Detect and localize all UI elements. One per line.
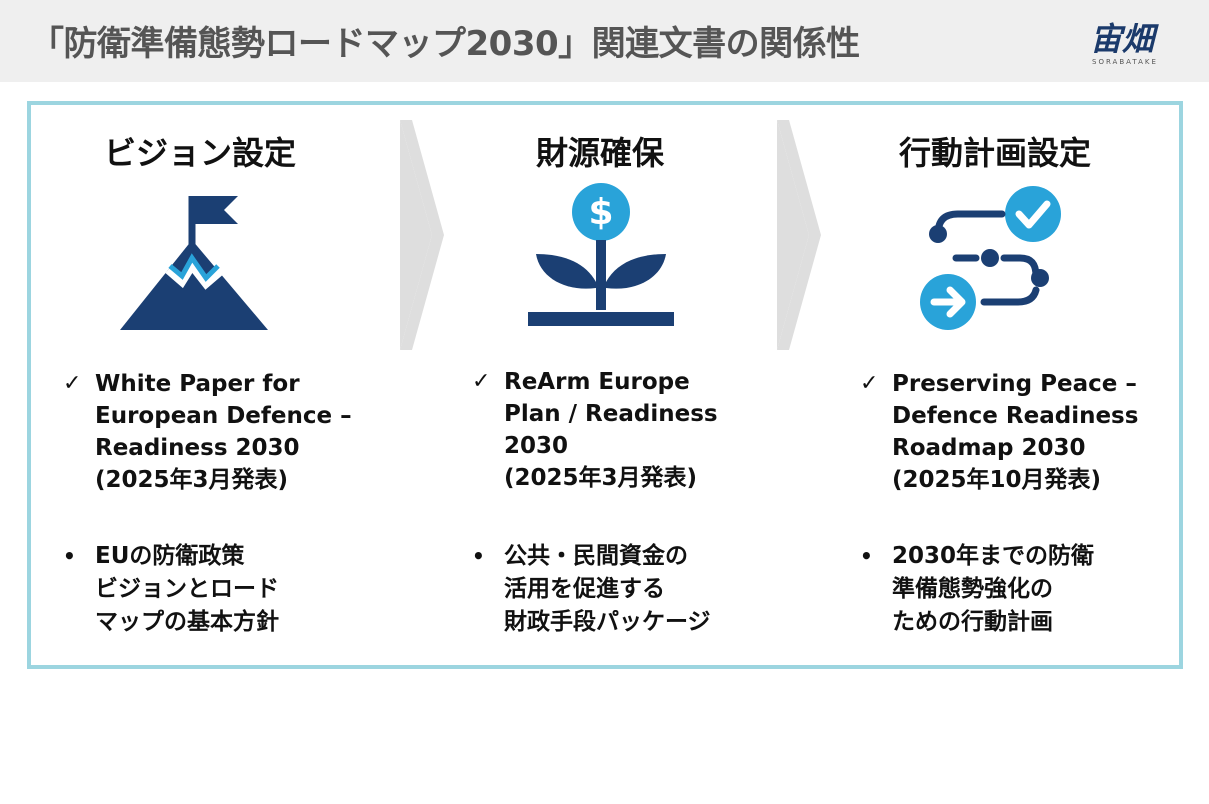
description-line: 活用を促進する: [504, 576, 665, 602]
check-icon: ✓: [860, 371, 879, 396]
document-line: Defence Readiness: [892, 403, 1139, 429]
page-title: 「防衛準備態勢ロードマップ2030」関連文書の関係性: [30, 24, 860, 64]
document-line: Plan / Readiness: [504, 401, 718, 427]
column-title: ビジョン設定: [103, 134, 296, 172]
description: • EUの防衛政策 ビジョンとロード マップの基本方針: [63, 540, 279, 639]
document-info: ✓ Preserving Peace – Defence Readiness R…: [860, 368, 1139, 496]
description-line: ビジョンとロード: [95, 576, 279, 602]
description-line: 準備態勢強化の: [892, 576, 1053, 602]
description: • 2030年までの防衛 準備態勢強化の ための行動計画: [860, 540, 1095, 639]
document-line: (2025年3月発表): [95, 467, 289, 493]
check-icon: ✓: [63, 371, 82, 396]
description: • 公共・民間資金の 活用を促進する 財政手段パッケージ: [472, 540, 711, 639]
column-title: 財源確保: [535, 134, 664, 172]
description-line: 財政手段パッケージ: [504, 609, 711, 635]
action-path-icon: [920, 186, 1061, 330]
description-line: 公共・民間資金の: [504, 543, 688, 569]
document-info: ✓ White Paper for European Defence – Rea…: [63, 368, 352, 496]
document-line: ReArm Europe: [504, 369, 690, 395]
logo-text: 宙畑: [1090, 20, 1155, 58]
column-action-plan: 行動計画設定 ✓ Preserving Peace – Defence Read…: [830, 120, 1160, 650]
money-plant-icon: $: [528, 183, 674, 326]
column-title: 行動計画設定: [898, 134, 1091, 172]
description-line: ための行動計画: [892, 609, 1053, 635]
document-line: Readiness 2030: [95, 435, 300, 461]
chevron-right-icon: [777, 120, 821, 350]
document-line: Preserving Peace –: [892, 371, 1137, 397]
column-funding: 財源確保 $ ✓ ReArm Europe Plan / Readiness 2…: [440, 120, 760, 650]
description-line: マップの基本方針: [95, 609, 279, 635]
document-line: (2025年10月発表): [892, 467, 1102, 493]
logo: 宙畑 SORABATAKE: [1086, 14, 1182, 70]
column-vision: ビジョン設定 ✓ White Paper for European Defenc…: [40, 120, 360, 650]
chevron-right-icon: [400, 120, 444, 350]
dollar-sign-icon: $: [588, 192, 613, 233]
document-line: (2025年3月発表): [504, 465, 698, 491]
document-line: Roadmap 2030: [892, 435, 1086, 461]
bullet-icon: •: [860, 544, 873, 568]
document-info: ✓ ReArm Europe Plan / Readiness 2030 (20…: [472, 366, 718, 494]
bullet-icon: •: [63, 544, 76, 568]
mountain-flag-icon: [120, 196, 268, 330]
check-icon: ✓: [472, 369, 491, 394]
document-line: White Paper for: [95, 371, 300, 397]
document-line: European Defence –: [95, 403, 352, 429]
logo-subtext: SORABATAKE: [1092, 58, 1158, 66]
description-line: EUの防衛政策: [95, 543, 245, 569]
document-line: 2030: [504, 433, 569, 459]
description-line: 2030年までの防衛: [892, 543, 1095, 569]
bullet-icon: •: [472, 544, 485, 568]
header-bar: 「防衛準備態勢ロードマップ2030」関連文書の関係性 宙畑 SORABATAKE: [0, 0, 1209, 82]
